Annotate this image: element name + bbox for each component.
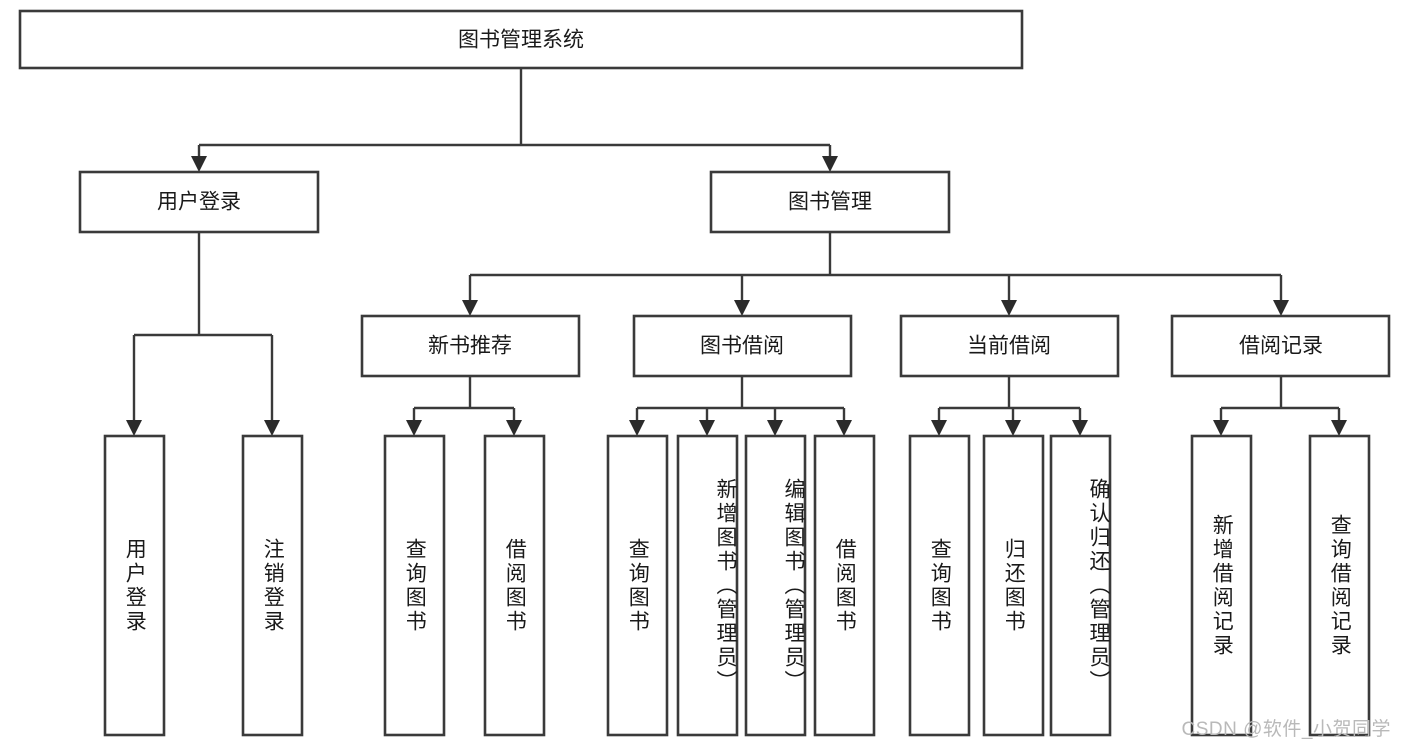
arrow-head-leaf-borrow-book-2 (836, 420, 852, 436)
node-book-management-label: 图书管理 (788, 191, 872, 214)
arrow-head-new-book-rec (462, 300, 478, 316)
node-borrow-record-label: 借阅记录 (1239, 335, 1323, 358)
leaf-box-layer (103, 434, 1371, 737)
leaf-box-user-login[interactable] (103, 434, 166, 737)
arrow-head-leaf-user-login (126, 420, 142, 436)
node-user-login[interactable]: 用户登录 (78, 170, 320, 234)
arrow-head-user-login (191, 156, 207, 172)
node-current-borrow-label: 当前借阅 (967, 335, 1051, 358)
node-user-login-box[interactable] (78, 170, 320, 234)
leaf-box-borrow-book-2[interactable] (813, 434, 876, 737)
arrow-head-leaf-confirm-return (1072, 420, 1088, 436)
leaf-box-query-book-3[interactable] (908, 434, 971, 737)
node-book-management-box[interactable] (709, 170, 951, 234)
leaf-box-query-record[interactable] (1308, 434, 1371, 737)
leaf-box-query-book-1[interactable] (383, 434, 446, 737)
node-book-borrow[interactable]: 图书借阅 (632, 314, 853, 378)
node-borrow-record-box[interactable] (1170, 314, 1391, 378)
leaf-box-add-book[interactable] (676, 434, 739, 737)
arrow-head-leaf-edit-book (767, 420, 783, 436)
arrow-head-borrow-record (1273, 300, 1289, 316)
arrow-head-leaf-add-record (1213, 420, 1229, 436)
node-book-management[interactable]: 图书管理 (709, 170, 951, 234)
leaf-box-add-record[interactable] (1190, 434, 1253, 737)
csdn-watermark: CSDN @软件_小贺同学 (1181, 719, 1391, 740)
node-book-borrow-box[interactable] (632, 314, 853, 378)
leaf-box-borrow-book-1[interactable] (483, 434, 546, 737)
leaf-box-logout[interactable] (241, 434, 304, 737)
node-root-box[interactable] (18, 9, 1024, 70)
leaf-box-return-book[interactable] (982, 434, 1045, 737)
arrow-head-leaf-query-book-2 (629, 420, 645, 436)
arrow-head-leaf-return-book (1005, 420, 1021, 436)
node-borrow-record[interactable]: 借阅记录 (1170, 314, 1391, 378)
node-new-book-recommend-label: 新书推荐 (428, 335, 512, 358)
arrow-head-leaf-add-book (699, 420, 715, 436)
leaf-box-edit-book[interactable] (744, 434, 807, 737)
arrow-head-leaf-query-record (1331, 420, 1347, 436)
arrow-head-book-mgmt (822, 156, 838, 172)
arrow-head-leaf-query-book-1 (406, 420, 422, 436)
leaf-box-query-book-2[interactable] (606, 434, 669, 737)
node-root[interactable]: 图书管理系统 (18, 9, 1024, 70)
node-new-book-recommend[interactable]: 新书推荐 (360, 314, 581, 378)
arrow-head-book-borrow (734, 300, 750, 316)
node-root-label: 图书管理系统 (458, 29, 584, 52)
arrow-head-current-borrow (1001, 300, 1017, 316)
arrow-head-leaf-query-book-3 (931, 420, 947, 436)
node-new-book-recommend-box[interactable] (360, 314, 581, 378)
node-user-login-label: 用户登录 (157, 191, 241, 214)
node-book-borrow-label: 图书借阅 (700, 335, 784, 358)
node-current-borrow[interactable]: 当前借阅 (899, 314, 1120, 378)
node-current-borrow-box[interactable] (899, 314, 1120, 378)
connector-layer (126, 68, 1347, 436)
arrow-head-leaf-logout (264, 420, 280, 436)
leaf-box-confirm-return[interactable] (1049, 434, 1112, 737)
arrow-head-leaf-borrow-book-1 (506, 420, 522, 436)
